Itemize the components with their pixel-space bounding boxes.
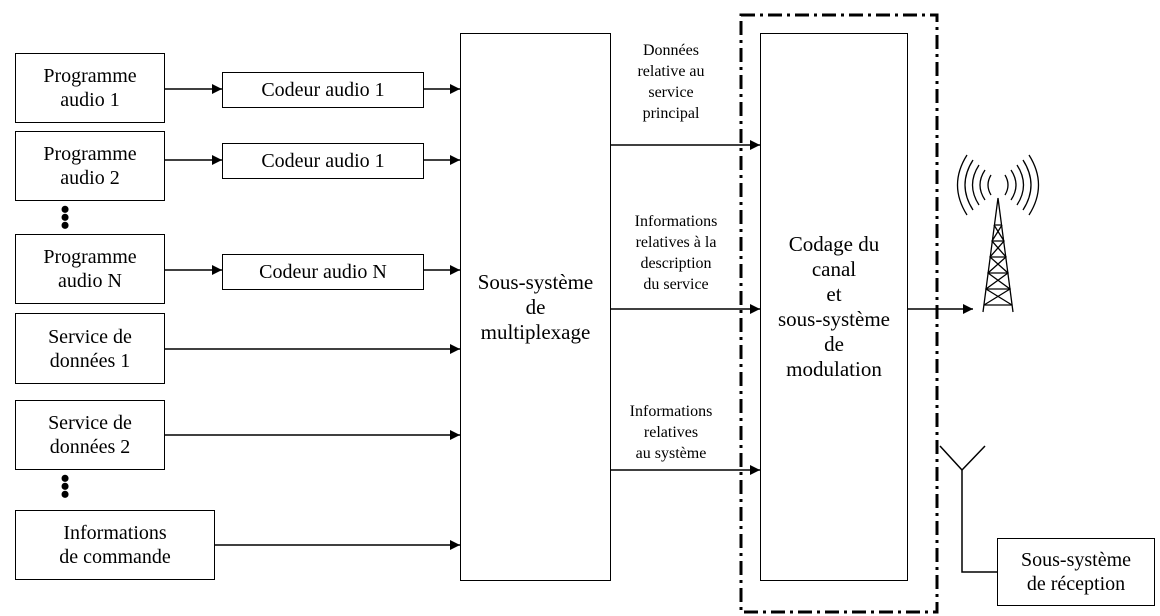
ellipsis-data: ••• xyxy=(60,464,70,509)
source-programme-audio-2: Programme audio 2 xyxy=(15,131,165,201)
audio-coder-n: Codeur audio N xyxy=(222,254,424,290)
flow-label-service-description: Informations relatives à la description … xyxy=(634,213,718,293)
multiplexing-subsystem: Sous-système de multiplexage xyxy=(460,33,611,581)
flow-label-system-info: Informations relatives au système xyxy=(629,403,713,462)
flow-label-main-service-data: Données relative au service principal xyxy=(637,42,705,122)
source-data-service-2: Service de données 2 xyxy=(15,400,165,470)
ellipsis-audio: ••• xyxy=(60,195,70,240)
audio-coder-1: Codeur audio 1 xyxy=(222,72,424,108)
source-programme-audio-n: Programme audio N xyxy=(15,234,165,304)
source-data-service-1: Service de données 1 xyxy=(15,313,165,384)
audio-coder-2: Codeur audio 1 xyxy=(222,143,424,179)
antenna-icon xyxy=(939,445,986,471)
channel-coding-modulation: Codage du canal et sous-système de modul… xyxy=(760,33,908,581)
reception-subsystem: Sous-système de réception xyxy=(997,538,1155,606)
receiver-wire xyxy=(961,470,997,573)
radio-tower-icon xyxy=(956,154,1040,313)
source-programme-audio-1: Programme audio 1 xyxy=(15,53,165,123)
transmitter-boundary xyxy=(739,13,939,614)
source-command-info: Informations de commande xyxy=(15,510,215,580)
